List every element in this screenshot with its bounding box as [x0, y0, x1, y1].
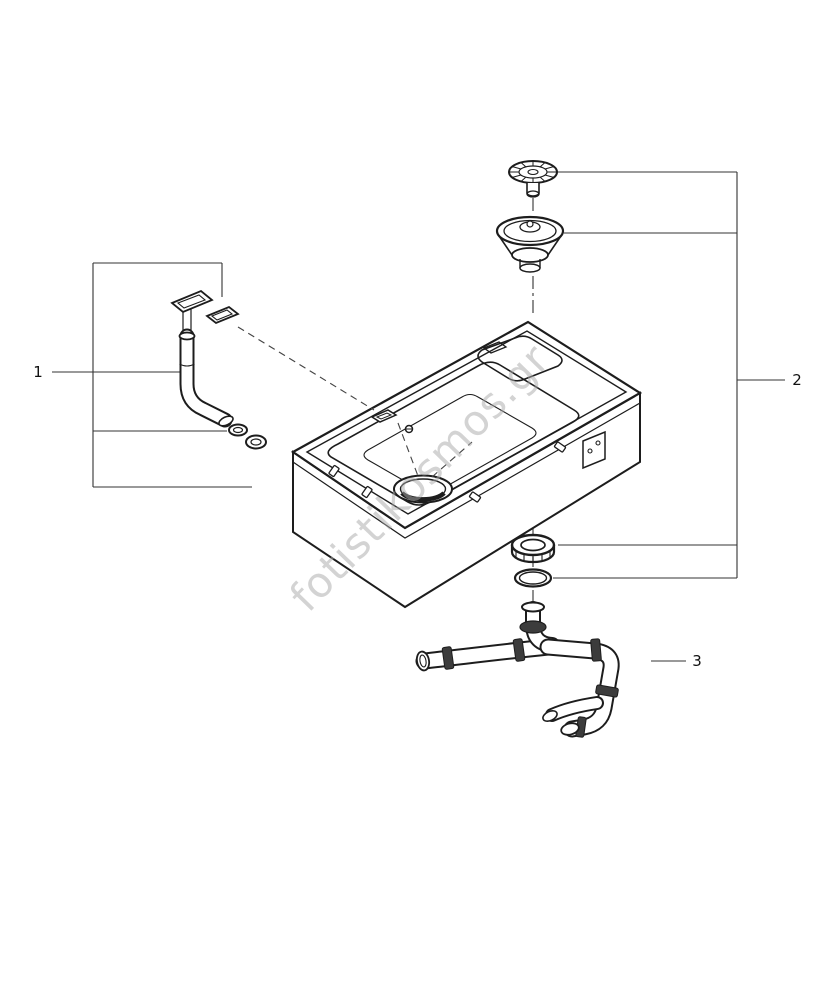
sink-overflow-slot: [482, 341, 508, 354]
sink-side-bracket: [582, 430, 606, 470]
sink-mounting-clips: [328, 441, 567, 503]
overflow-pipe: [178, 328, 234, 428]
sink-valve-fitting: [370, 409, 414, 434]
overflow-assembly: [170, 289, 267, 450]
strainer-set: [495, 160, 565, 588]
pipe-inlet-flange: [521, 601, 545, 613]
basket-strainer: [495, 215, 565, 273]
overflow-sealing-rings: [228, 423, 267, 450]
sink-body: [290, 320, 643, 609]
drain-locknut: [510, 533, 556, 564]
sink-large-bowl-floor: [363, 393, 537, 495]
pipe-inlet-nut: [519, 620, 547, 634]
callout-label-3: 3: [692, 652, 702, 670]
sink-large-bowl: [327, 361, 580, 506]
callout-label-1: 1: [33, 363, 43, 381]
callout-label-2: 2: [792, 371, 802, 389]
callout-bracket-part2: [553, 171, 785, 579]
overflow-gasket-frame: [205, 305, 240, 325]
sink-rim-inner: [305, 330, 628, 515]
sink-drain-opening: [393, 474, 453, 504]
drain-washer: [513, 568, 553, 588]
sink-rim-outer: [290, 320, 643, 530]
pipe-open-ends: [415, 650, 580, 736]
sink-small-bowl: [477, 335, 563, 382]
drain-pipe-assembly: [415, 601, 620, 738]
assembly-dashed-lines: [237, 326, 473, 478]
pipe-union-nuts: [441, 638, 619, 738]
callout-bracket-part1: [52, 262, 252, 488]
strainer-knob: [508, 160, 558, 198]
overflow-cover-plate: [170, 289, 214, 314]
